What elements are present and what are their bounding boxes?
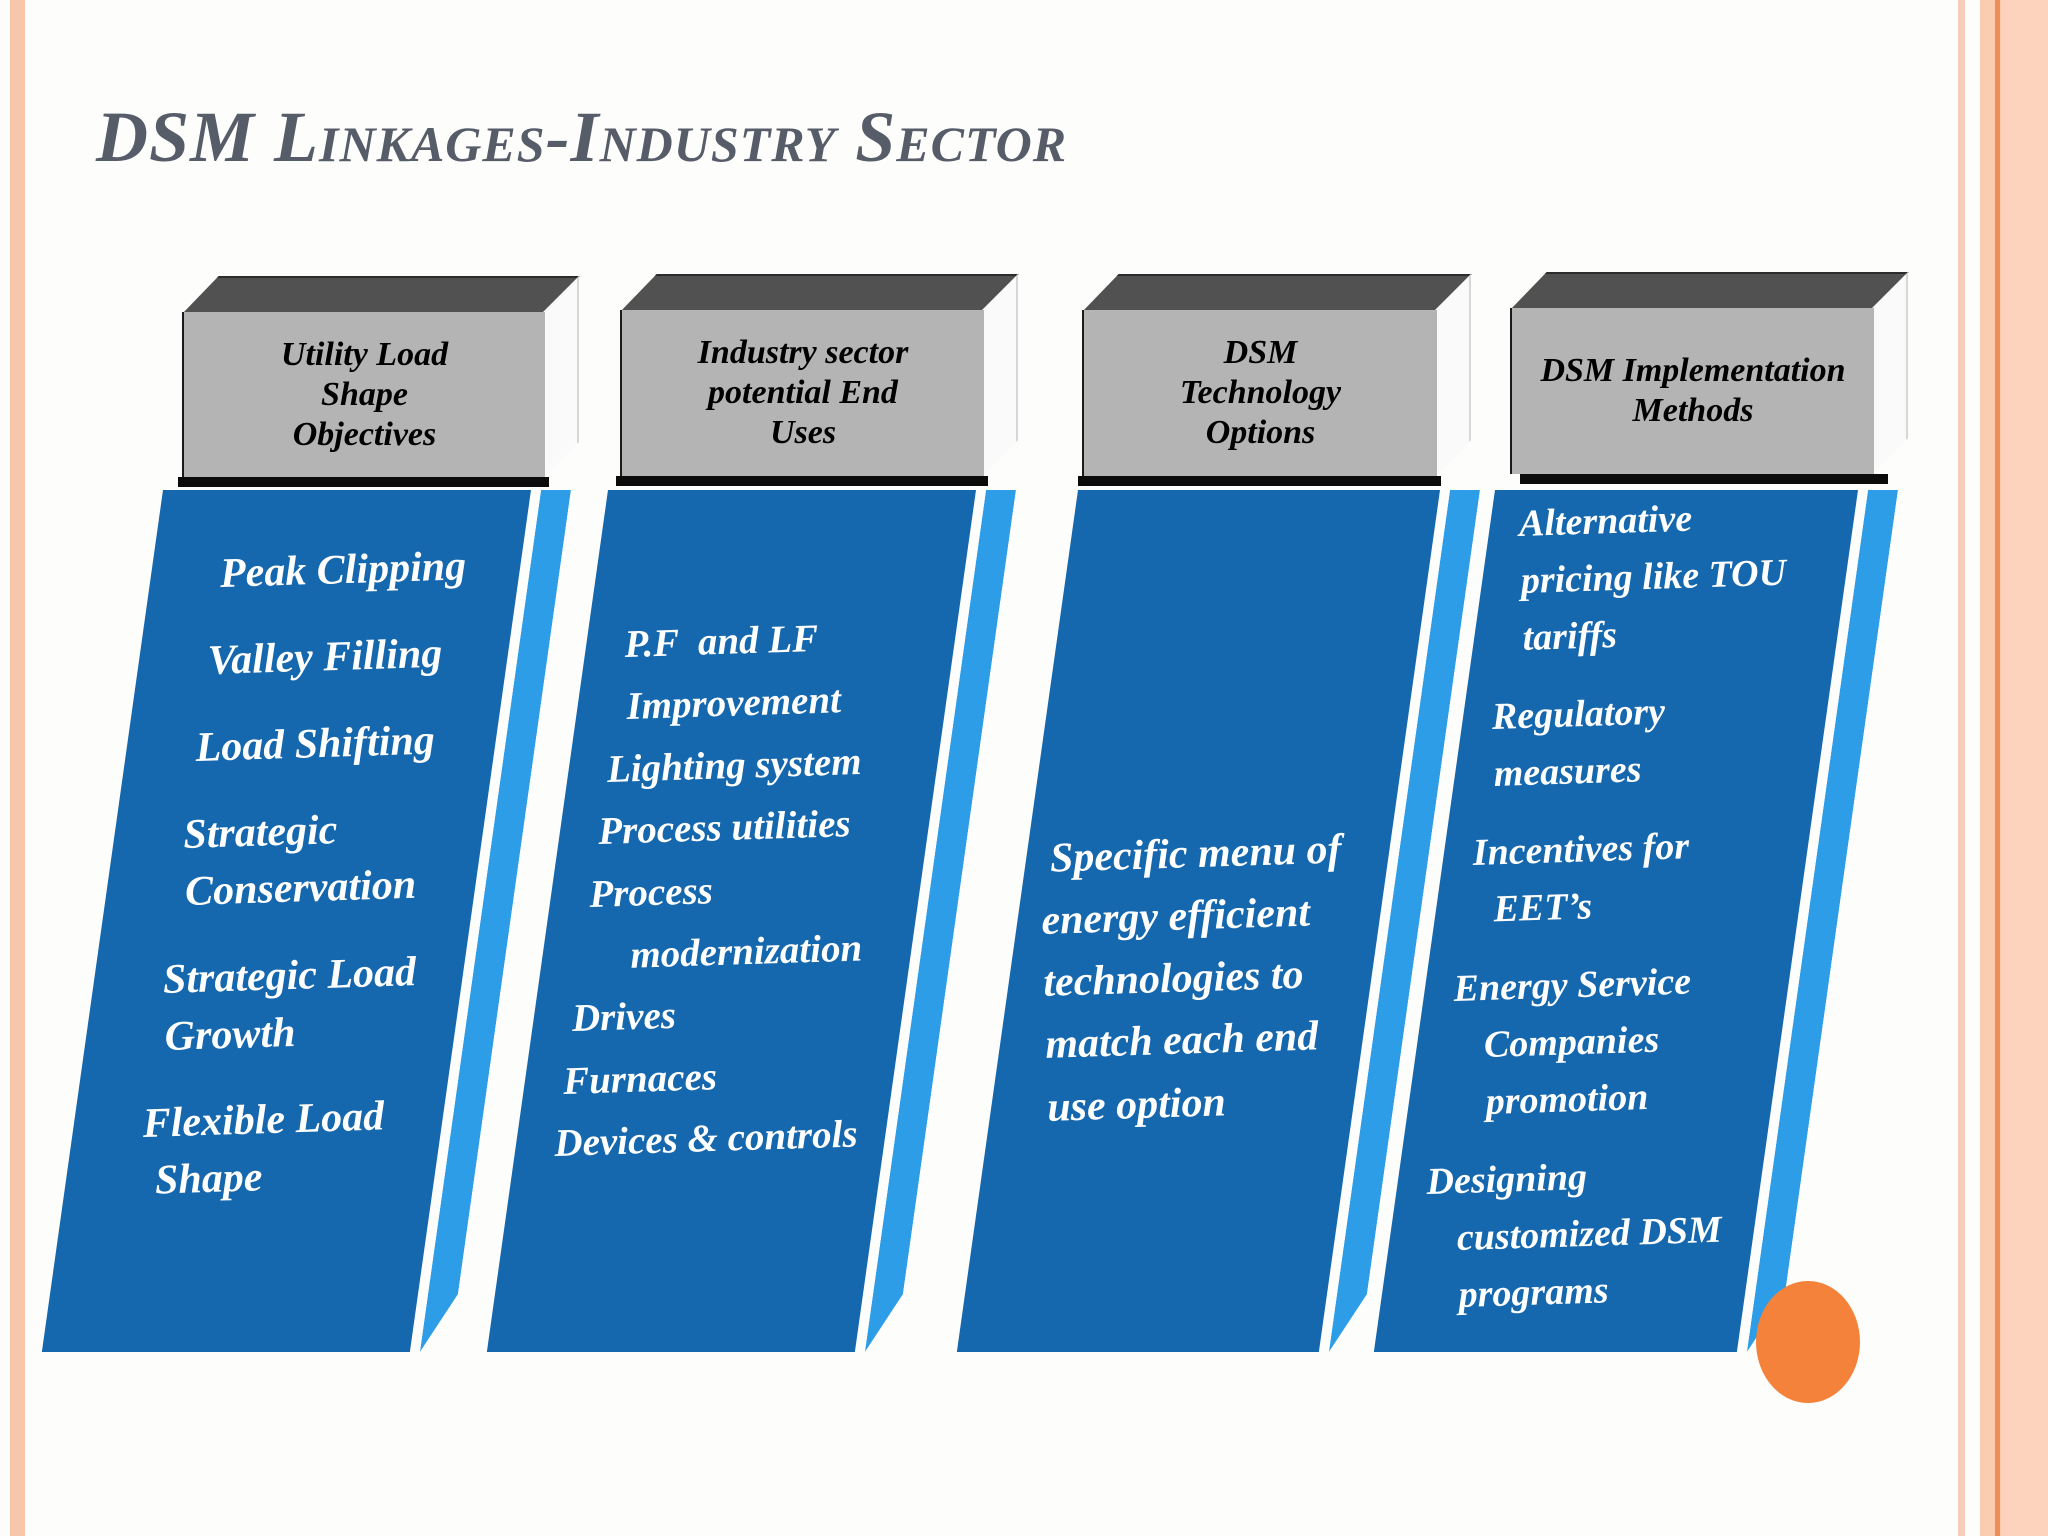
header-underline [1078,476,1441,486]
header-side-face [982,274,1018,476]
body-item: Peak Clipping [219,543,467,597]
header-front-face: DSM Implementation Methods [1510,308,1874,474]
orange-circle [1756,1281,1860,1403]
body-paragraph: Specific menu of energy efficient techno… [1038,826,1343,1131]
left-border-stripe [10,0,25,1536]
body-item: Lighting system [606,739,863,791]
right-border-accent-line [1995,0,2000,1536]
slide-title: DSM Linkages-Industry Sector [96,97,1068,177]
body-item: Alternative pricing like TOU tariffs [1518,497,1787,659]
header-top-face [1082,274,1472,312]
body-item: Designing customized DSM programs [1425,1155,1723,1317]
header-top-face [620,274,1019,312]
body-item: Drives [571,994,677,1041]
body-item: Energy Service Companies promotion [1453,960,1692,1124]
body-item: Process utilities [597,802,852,854]
right-border-band-light [2001,0,2048,1536]
header-label: DSM Technology Options [1179,333,1342,452]
header-underline [616,476,988,486]
body-item: Strategic Conservation [182,807,417,916]
body-item: Flexible Load Shape [142,1093,385,1204]
header-side-face [1435,274,1471,476]
right-border-stripe-thin [1958,0,1965,1536]
header-label: Utility Load Shape Objectives [280,335,449,454]
body-item: Load Shifting [194,717,436,772]
header-top-face [1510,272,1909,310]
header-label: Industry sector potential End Uses [697,333,909,452]
header-underline [178,477,549,487]
header-front-face: Industry sector potential End Uses [620,310,984,476]
header-top-face [182,276,580,314]
header-side-face [1872,272,1908,474]
header-label: DSM Implementation Methods [1540,351,1846,429]
body-item: Strategic Load Growth [162,948,417,1060]
header-front-face: Utility Load Shape Objectives [182,312,545,478]
header-front-face: DSM Technology Options [1082,310,1437,476]
body-item: Valley Filling [207,630,443,685]
body-item: Furnaces [562,1054,718,1103]
body-item: P.F and LF Improvement [623,616,842,729]
body-item: Incentives for EET’s [1472,825,1690,931]
body-item: Process modernization [588,868,863,978]
header-side-face [543,276,579,478]
body-item: Regulatory measures [1491,690,1666,795]
body-item: Devices & controls [553,1112,859,1166]
header-underline [1520,474,1888,484]
